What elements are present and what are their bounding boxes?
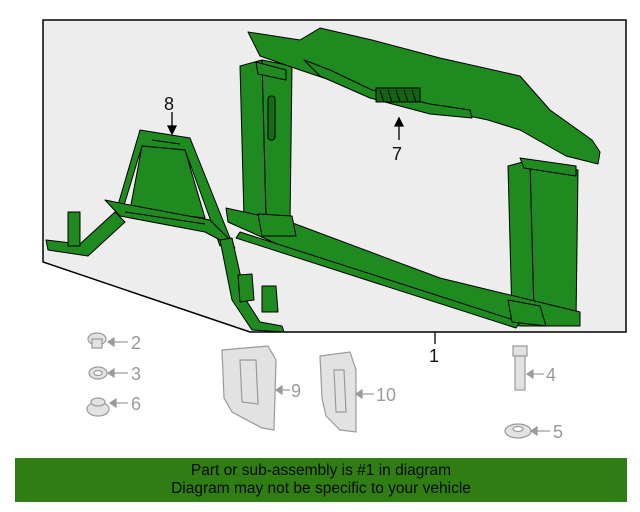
hardware-leaders [106, 336, 550, 437]
callout-10: 10 [376, 385, 396, 405]
hardware-parts [86, 332, 532, 439]
nut-part-5[interactable] [504, 423, 532, 439]
callout-5: 5 [553, 422, 563, 442]
grommet-part-3[interactable] [88, 366, 108, 380]
bolt-part-4[interactable] [512, 345, 528, 391]
callout-1: 1 [429, 346, 439, 366]
grommet-part-6[interactable] [86, 397, 110, 417]
callout-2: 2 [131, 333, 141, 353]
leader-lines [166, 112, 436, 344]
radiator-support-part-1[interactable] [225, 27, 601, 329]
callout-7: 7 [392, 144, 402, 164]
retainer-part-2[interactable] [87, 332, 107, 349]
callout-9: 9 [291, 381, 301, 401]
callout-4: 4 [546, 365, 556, 385]
notice-banner: Part or sub-assembly is #1 in diagram Di… [15, 458, 627, 502]
callout-8: 8 [164, 94, 174, 114]
callout-3: 3 [131, 364, 141, 384]
notice-line-2: Diagram may not be specific to your vehi… [171, 480, 471, 497]
callout-6: 6 [131, 394, 141, 414]
bracket-part-10[interactable] [319, 351, 357, 433]
bracket-part-9[interactable] [221, 345, 277, 431]
notice-line-1: Part or sub-assembly is #1 in diagram [190, 462, 452, 479]
front-brace-part-8[interactable] [45, 129, 285, 333]
